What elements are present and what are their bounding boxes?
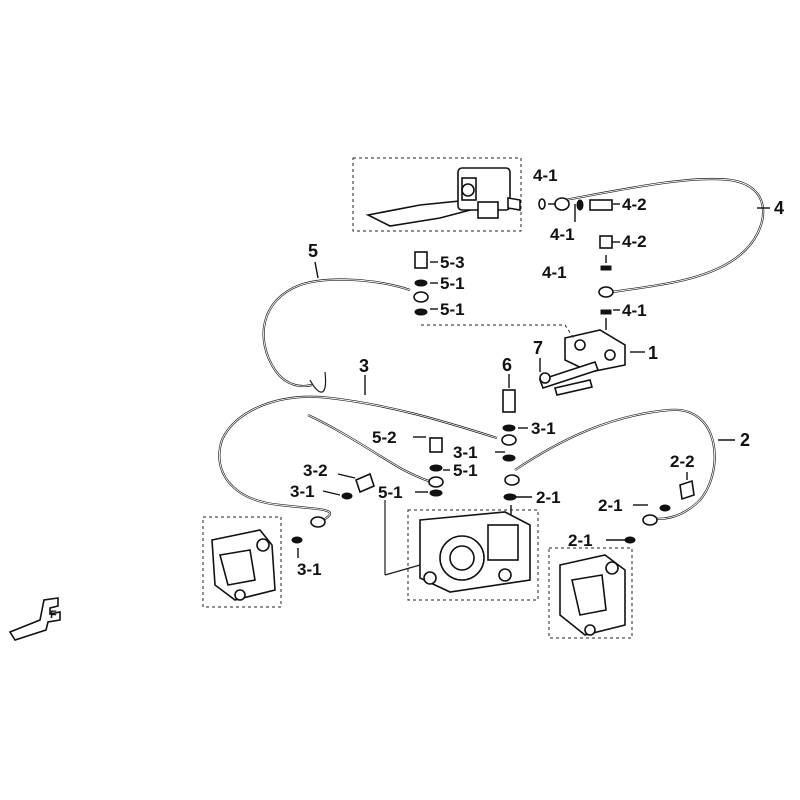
label-4-1-mid: 4-1 — [550, 225, 575, 244]
master-cylinder — [365, 167, 521, 227]
label-5-1-c: 5-1 — [453, 461, 478, 480]
banjo-fittings-top — [538, 197, 614, 315]
hose-3 — [218, 395, 498, 523]
label-3: 3 — [359, 356, 369, 376]
label-5-1-b: 5-1 — [440, 300, 465, 319]
label-6: 6 — [502, 355, 512, 375]
label-2-1-b: 2-1 — [598, 496, 623, 515]
abs-modulator-unit — [419, 511, 531, 593]
label-3-1-c: 3-1 — [290, 482, 315, 501]
hose-5 — [262, 278, 411, 393]
label-4-1-top: 4-1 — [533, 166, 558, 185]
label-2-1-a: 2-1 — [536, 488, 561, 507]
label-4-2-top: 4-2 — [622, 195, 647, 214]
label-5: 5 — [308, 241, 318, 261]
left-brake-caliper — [211, 529, 276, 601]
left-caliper-box — [202, 516, 282, 608]
label-3-1-b: 3-1 — [453, 443, 478, 462]
label-5-2: 5-2 — [372, 428, 397, 447]
label-5-1-d: 5-1 — [378, 483, 403, 502]
label-5-1-a: 5-1 — [440, 274, 465, 293]
label-1: 1 — [648, 343, 658, 363]
part-labels: 4-1 4-2 4 4-1 4-2 4-1 4-1 1 5 5-3 5-1 5-… — [50, 166, 784, 621]
front-arrow-icon — [8, 597, 61, 641]
master-cylinder-box — [352, 157, 522, 232]
bolt-5-3-and-washers — [413, 251, 429, 316]
right-caliper-box — [548, 547, 633, 639]
label-4: 4 — [774, 198, 784, 218]
label-5-3: 5-3 — [440, 253, 465, 272]
label-2-2: 2-2 — [670, 452, 695, 471]
bolt-3-2-stack — [291, 472, 375, 544]
abs-unit-box — [407, 509, 539, 601]
label-4-1-lower: 4-1 — [542, 263, 567, 282]
label-3-1-d: 3-1 — [297, 560, 322, 579]
right-brake-caliper — [559, 554, 626, 636]
leader-lines — [297, 203, 770, 558]
hose-5-lower — [307, 414, 433, 484]
label-front-mark: F — [50, 609, 57, 621]
bolt-5-2-stack — [428, 437, 444, 497]
label-7: 7 — [533, 338, 543, 358]
label-2-1-c: 2-1 — [568, 531, 593, 550]
hose-4 — [564, 177, 765, 294]
label-3-2: 3-2 — [303, 461, 328, 480]
label-3-1-a: 3-1 — [531, 419, 556, 438]
valve-1 — [538, 329, 626, 396]
label-4-2-mid: 4-2 — [622, 232, 647, 251]
bolt-2-2-stack — [624, 479, 695, 544]
label-4-1-bottom: 4-1 — [622, 301, 647, 320]
label-2: 2 — [740, 430, 750, 450]
bolt-6-stack — [501, 389, 520, 501]
hose-2 — [514, 408, 716, 520]
